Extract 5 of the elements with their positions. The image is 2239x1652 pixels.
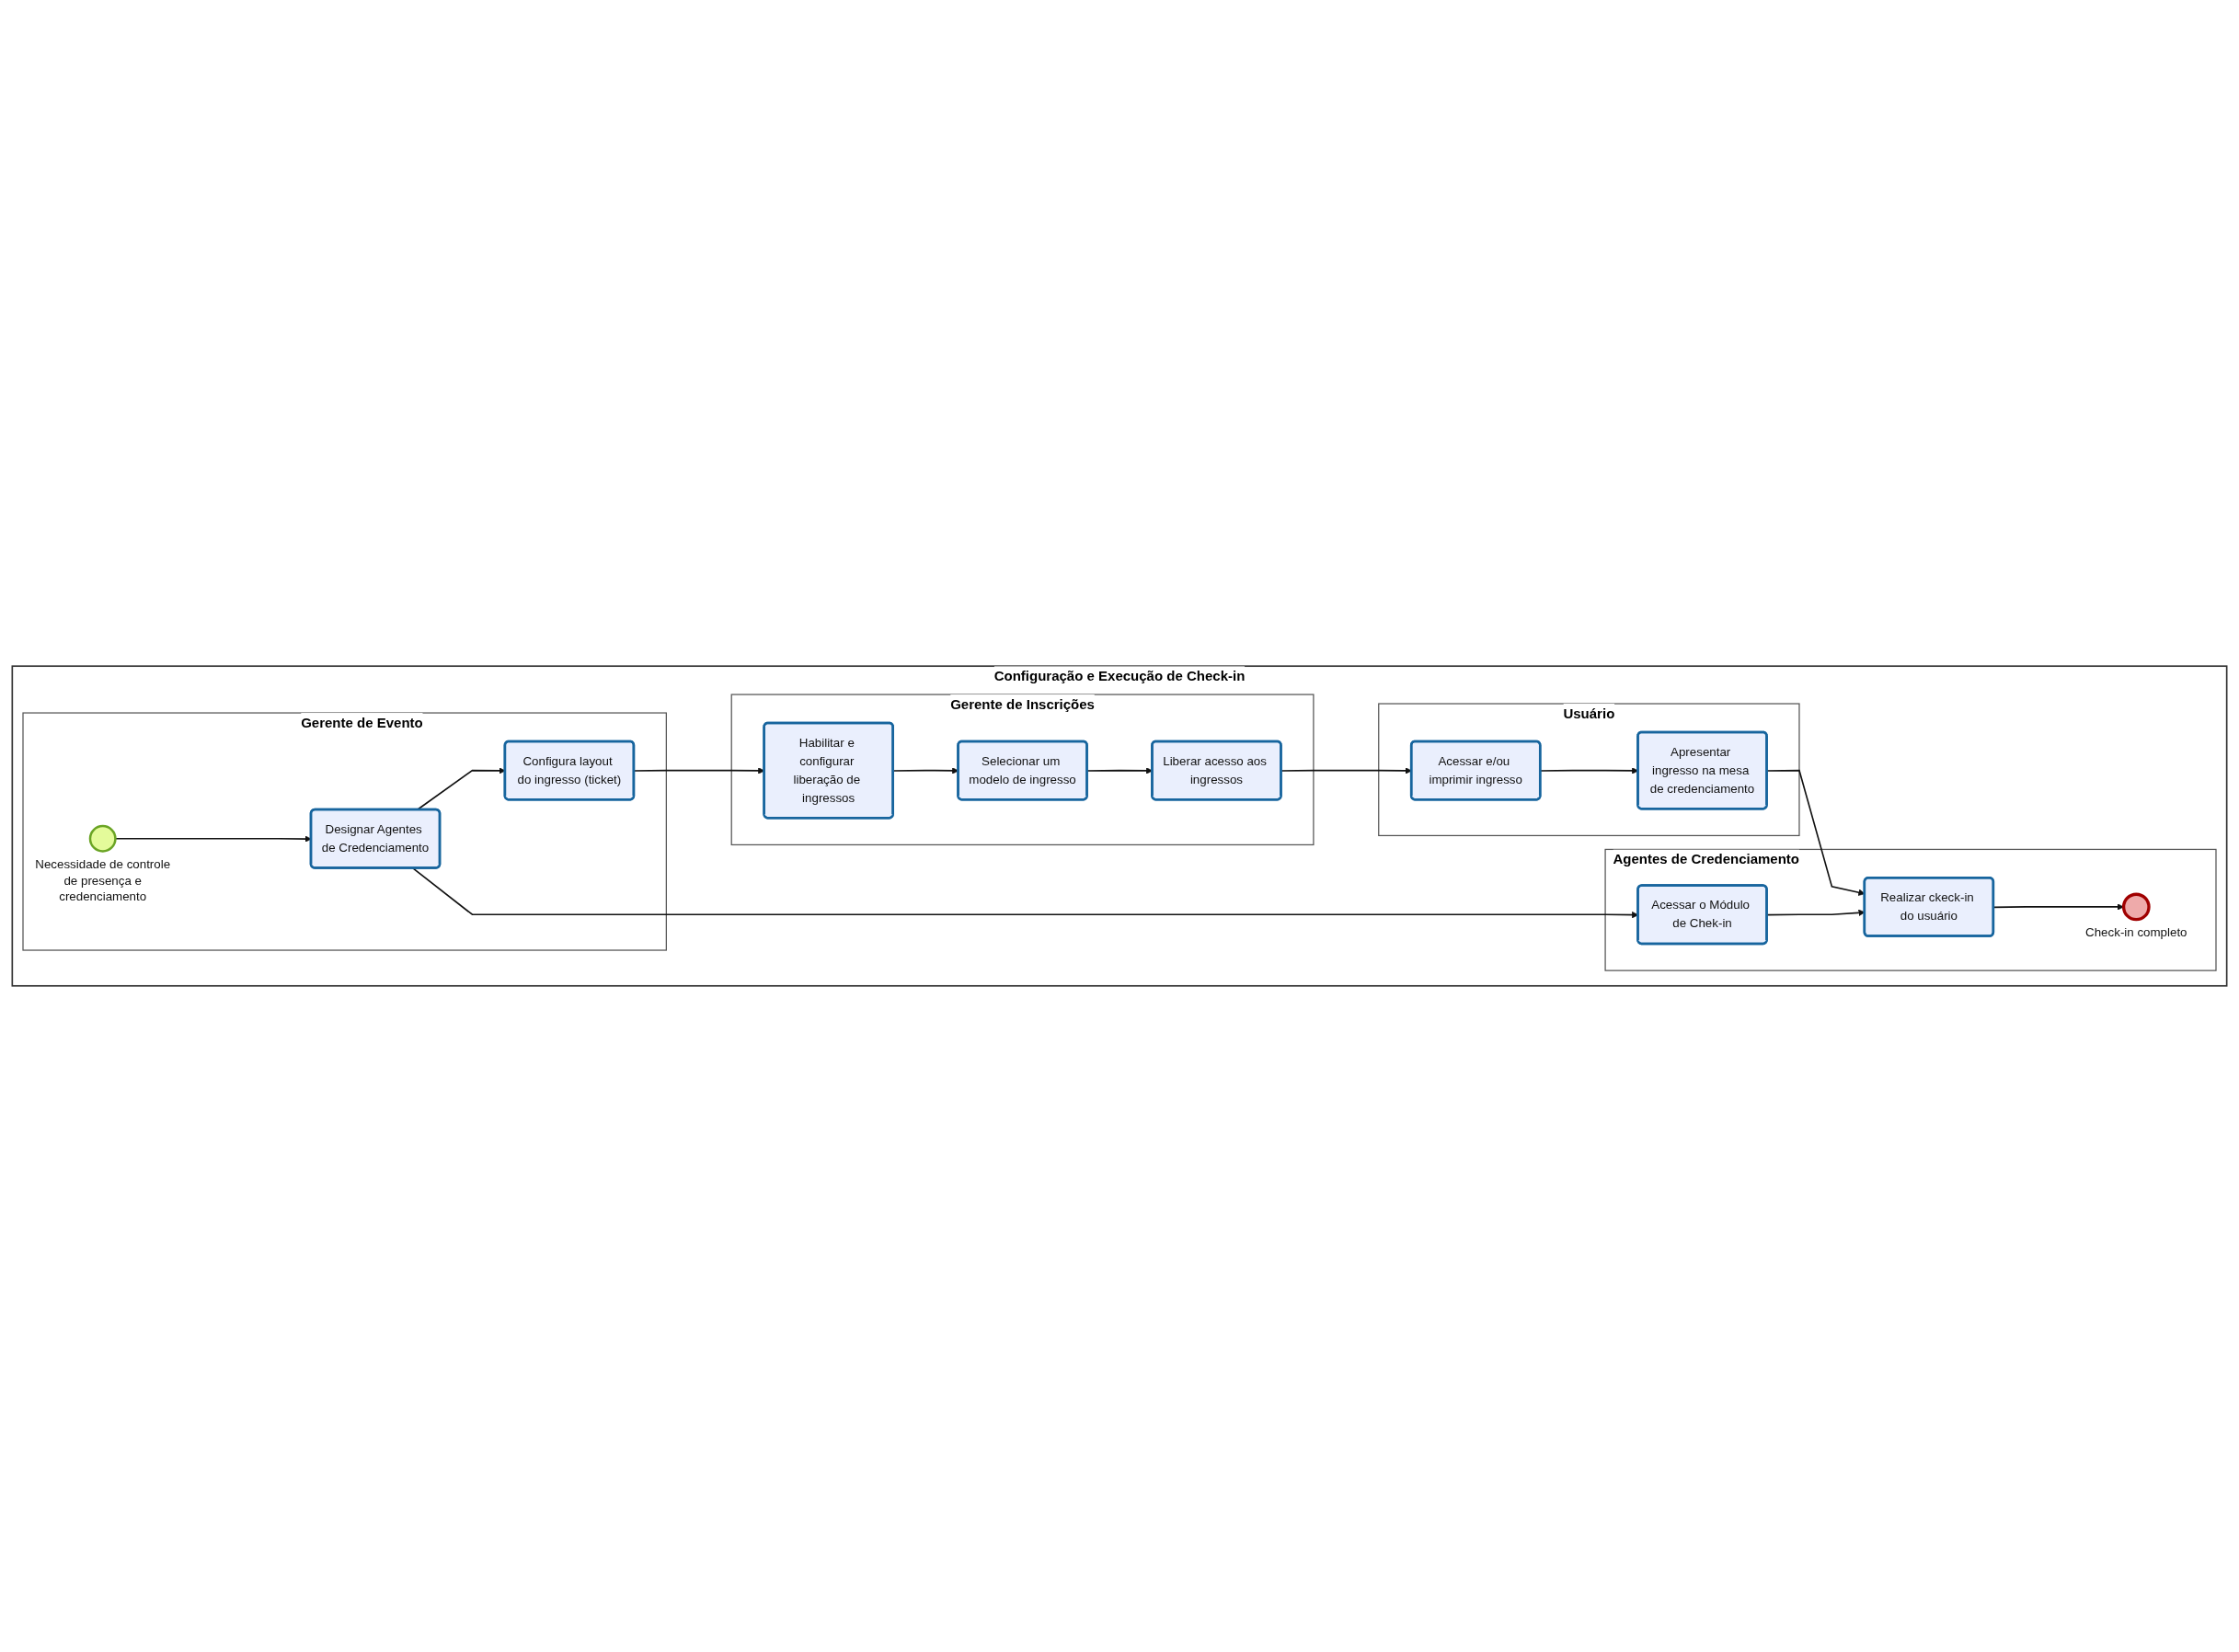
- node-circle: [88, 824, 117, 853]
- node-circle: [2121, 892, 2151, 922]
- event-label: Check-in completo: [2085, 926, 2187, 940]
- arrow: [1280, 767, 1412, 774]
- event-label: Necessidade de controle de presença e credenciamento: [35, 857, 171, 903]
